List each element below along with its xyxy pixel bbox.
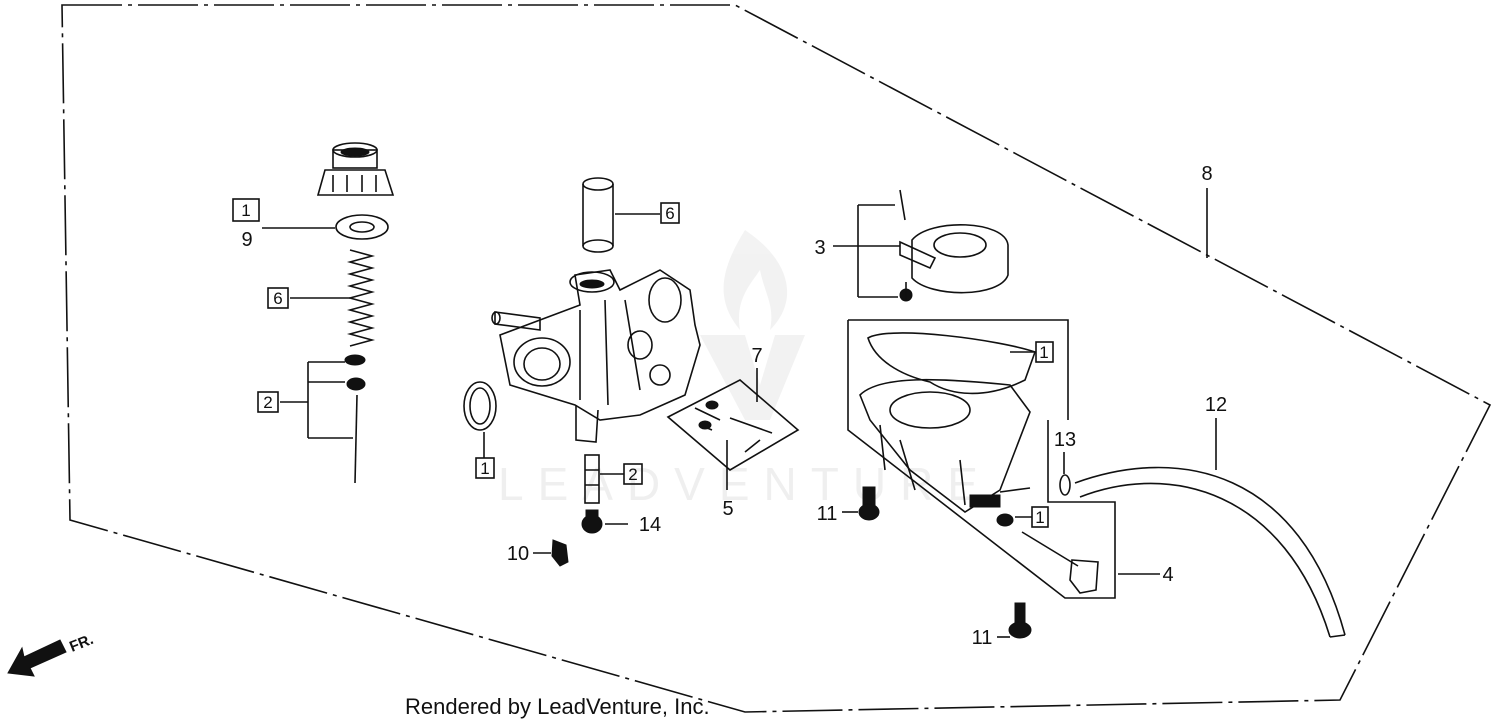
drain-plug: [581, 509, 603, 534]
callout-9: 9: [241, 227, 335, 251]
svg-text:9: 9: [241, 229, 252, 251]
watermark-text: LEADVENTURE: [498, 458, 992, 510]
screw-set: [666, 379, 800, 471]
callout-box-1-a: 1: [232, 198, 260, 222]
callout-box-6-a: 6: [267, 287, 350, 309]
callout-5: 5: [722, 440, 734, 520]
callout-13: 13: [1054, 429, 1076, 474]
callout-7: 7: [751, 345, 763, 402]
bowl-screw: [858, 486, 880, 521]
callout-14: 14: [605, 514, 661, 536]
svg-text:3: 3: [814, 237, 825, 259]
float-bowl: [847, 319, 1116, 599]
credit-text: Rendered by LeadVenture, Inc.: [405, 694, 710, 719]
fuel-hose: [1074, 466, 1346, 638]
svg-text:1: 1: [241, 201, 250, 220]
callout-12: 12: [1205, 394, 1227, 470]
callout-8: 8: [1201, 163, 1213, 258]
carburetor-body: [491, 269, 701, 443]
callout-box-6-b: 6: [615, 202, 680, 224]
callout-box-1-b: 1: [475, 432, 495, 479]
callout-11-a: 11: [817, 503, 858, 525]
float: [899, 189, 1009, 302]
svg-text:11: 11: [817, 503, 838, 525]
callout-box-2-b: 2: [600, 463, 643, 485]
svg-text:6: 6: [273, 289, 282, 308]
callout-box-1-d: 1: [1015, 506, 1049, 528]
clip: [551, 539, 569, 567]
top-cap: [316, 142, 395, 196]
svg-text:1: 1: [1039, 343, 1048, 362]
small-o-ring: [996, 513, 1014, 527]
callout-box-1-c: 1: [1010, 341, 1054, 363]
svg-text:8: 8: [1201, 163, 1212, 185]
watermark: LEADVENTURE: [498, 230, 992, 510]
svg-text:2: 2: [628, 465, 637, 484]
svg-text:5: 5: [722, 498, 733, 520]
svg-text:12: 12: [1205, 394, 1227, 416]
callout-4: 4: [1118, 564, 1174, 586]
mount-screw: [1008, 602, 1032, 639]
throttle-valve: [582, 177, 614, 253]
spring: [346, 249, 376, 347]
svg-text:1: 1: [480, 459, 489, 478]
callout-10: 10: [507, 543, 551, 565]
o-ring: [463, 381, 497, 431]
svg-text:14: 14: [639, 514, 661, 536]
callout-11-b: 11: [972, 627, 1010, 649]
svg-text:10: 10: [507, 543, 529, 565]
jet-needle: [344, 354, 366, 484]
svg-text:7: 7: [751, 345, 762, 367]
assembly-outline: [61, 4, 1492, 713]
svg-text:11: 11: [972, 627, 993, 649]
svg-text:13: 13: [1054, 429, 1076, 451]
air-screw: [1021, 531, 1099, 594]
washer: [335, 214, 389, 240]
svg-text:6: 6: [665, 204, 674, 223]
front-direction-label: FR.: [67, 631, 96, 656]
svg-text:4: 4: [1162, 564, 1173, 586]
callout-3: 3: [814, 204, 900, 298]
svg-text:1: 1: [1035, 508, 1044, 527]
callout-box-2-a: 2: [257, 361, 353, 439]
front-direction-arrow: FR.: [7, 631, 96, 677]
hose-clip: [1059, 474, 1071, 496]
svg-text:2: 2: [263, 393, 272, 412]
main-jet: [584, 454, 600, 504]
